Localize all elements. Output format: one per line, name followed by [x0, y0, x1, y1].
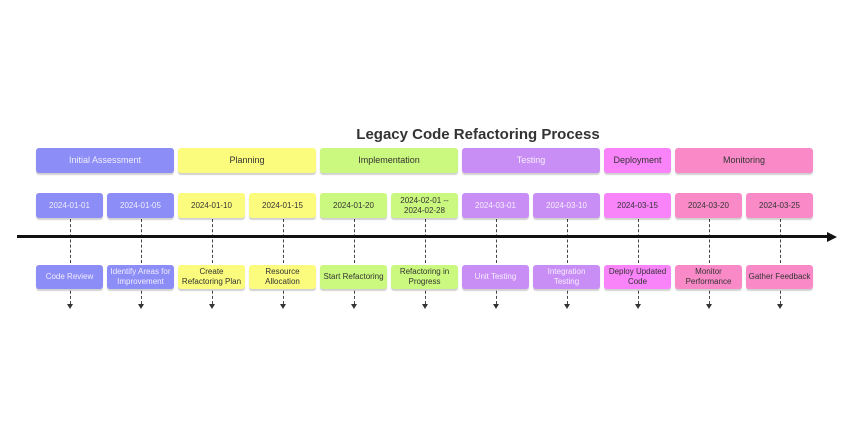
- connector-arrow-icon: [563, 304, 570, 309]
- date-box: 2024-01-10: [178, 193, 245, 218]
- task-label: Deploy Updated Code: [608, 267, 667, 286]
- phase-bar: Planning: [178, 148, 316, 173]
- connector-arrow-icon: [705, 304, 712, 309]
- date-box: 2024-03-25: [746, 193, 813, 218]
- task-box: Start Refactoring: [320, 265, 387, 289]
- milestone-connector: [211, 219, 213, 304]
- date-label: 2024-01-10: [191, 200, 232, 210]
- connector-arrow-icon: [492, 304, 499, 309]
- task-label: Resource Allocation: [265, 267, 300, 286]
- task-box: Refactoring in Progress: [391, 265, 458, 289]
- connector-arrow-icon: [776, 304, 783, 309]
- connector-arrow-icon: [208, 304, 215, 309]
- milestone-connector: [282, 219, 284, 304]
- task-box: Monitor Performance: [675, 265, 742, 289]
- connector-arrow-icon: [421, 304, 428, 309]
- milestone-connector: [353, 219, 355, 304]
- timeline-arrowhead-icon: [827, 231, 837, 242]
- phase-label: Planning: [229, 155, 265, 166]
- task-box: Deploy Updated Code: [604, 265, 671, 289]
- phase-label: Testing: [516, 155, 546, 166]
- task-label: Unit Testing: [474, 272, 517, 282]
- connector-arrow-icon: [350, 304, 357, 309]
- date-label: 2024-03-15: [617, 200, 658, 210]
- date-box: 2024-02-01 -- 2024-02-28: [391, 193, 458, 218]
- milestone-connector: [495, 219, 497, 304]
- date-box: 2024-01-01: [36, 193, 103, 218]
- connector-arrow-icon: [137, 304, 144, 309]
- connector-arrow-icon: [279, 304, 286, 309]
- phase-bar: Deployment: [604, 148, 671, 173]
- date-box: 2024-03-10: [533, 193, 600, 218]
- date-label: 2024-01-20: [333, 200, 374, 210]
- task-label: Integration Testing: [547, 267, 586, 286]
- phase-label: Initial Assessment: [68, 155, 142, 166]
- date-label: 2024-01-05: [120, 200, 161, 210]
- task-box: Unit Testing: [462, 265, 529, 289]
- task-label: Refactoring in Progress: [399, 267, 450, 286]
- date-label: 2024-03-01: [475, 200, 516, 210]
- connector-arrow-icon: [634, 304, 641, 309]
- task-label: Create Refactoring Plan: [181, 267, 242, 286]
- diagram-title: Legacy Code Refactoring Process: [356, 126, 600, 143]
- task-box: Create Refactoring Plan: [178, 265, 245, 289]
- milestone-connector: [424, 219, 426, 304]
- task-label: Identify Areas for Improvement: [110, 267, 171, 286]
- phase-bar: Initial Assessment: [36, 148, 174, 173]
- task-box: Code Review: [36, 265, 103, 289]
- phase-bar: Monitoring: [675, 148, 813, 173]
- date-box: 2024-01-15: [249, 193, 316, 218]
- date-label: 2024-03-20: [688, 200, 729, 210]
- phase-bar: Testing: [462, 148, 600, 173]
- task-label: Start Refactoring: [323, 272, 384, 282]
- task-box: Integration Testing: [533, 265, 600, 289]
- date-label: 2024-02-01 -- 2024-02-28: [400, 195, 449, 215]
- date-box: 2024-03-15: [604, 193, 671, 218]
- task-label: Gather Feedback: [748, 272, 811, 282]
- task-box: Identify Areas for Improvement: [107, 265, 174, 289]
- phase-bar: Implementation: [320, 148, 458, 173]
- timeline-axis: [17, 235, 829, 238]
- date-label: 2024-01-01: [49, 200, 90, 210]
- phase-label: Implementation: [358, 155, 420, 166]
- milestone-connector: [140, 219, 142, 304]
- date-box: 2024-01-20: [320, 193, 387, 218]
- date-label: 2024-01-15: [262, 200, 303, 210]
- milestone-connector: [566, 219, 568, 304]
- date-label: 2024-03-25: [759, 200, 800, 210]
- phase-label: Monitoring: [722, 155, 766, 166]
- milestone-connector: [779, 219, 781, 304]
- date-label: 2024-03-10: [546, 200, 587, 210]
- milestone-connector: [637, 219, 639, 304]
- task-box: Resource Allocation: [249, 265, 316, 289]
- phase-label: Deployment: [613, 155, 662, 166]
- task-box: Gather Feedback: [746, 265, 813, 289]
- milestone-connector: [69, 219, 71, 304]
- date-box: 2024-01-05: [107, 193, 174, 218]
- task-label: Monitor Performance: [685, 267, 732, 286]
- milestone-connector: [708, 219, 710, 304]
- task-label: Code Review: [45, 272, 94, 282]
- date-box: 2024-03-20: [675, 193, 742, 218]
- date-box: 2024-03-01: [462, 193, 529, 218]
- connector-arrow-icon: [66, 304, 73, 309]
